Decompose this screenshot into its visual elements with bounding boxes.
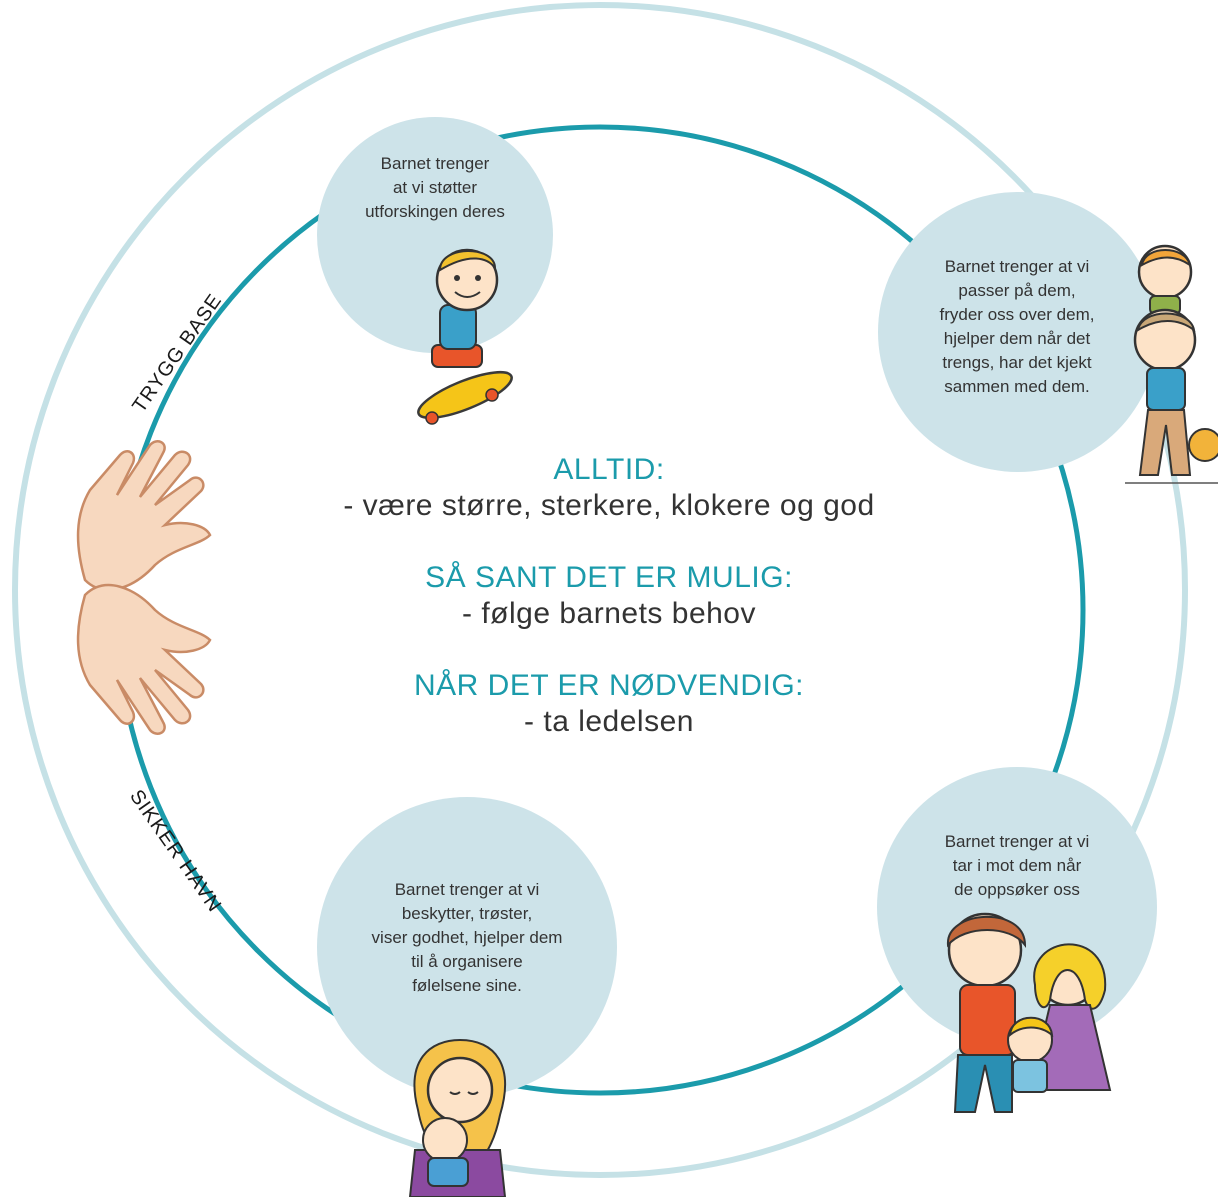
skater-boy-illustration — [417, 248, 513, 425]
bubble-bottom-left-line: Barnet trenger at vi — [394, 880, 540, 899]
mother-baby-illustration — [408, 1038, 507, 1197]
outer-ring — [12, 2, 1188, 1178]
bubble-bottom-left — [317, 797, 617, 1097]
bubble-right — [878, 192, 1158, 472]
heading-always: ALLTID: — [553, 453, 665, 486]
bubble-bottom-left-line: til å organisere — [411, 952, 523, 971]
bubble-top-line: utforskingen deres — [365, 202, 505, 221]
bubble-bottom-left-line: viser godhet, hjelper dem — [371, 928, 563, 947]
bubble-right-line: sammen med dem. — [944, 377, 1090, 396]
bubble-bottom-right-line: Barnet trenger at vi — [944, 832, 1090, 851]
heading-necessary: NÅR DET ER NØDVENDIG: — [414, 669, 804, 702]
text-possible: - følge barnets behov — [462, 597, 756, 630]
bubble-top-line: at vi støtter — [392, 178, 478, 197]
bubble-right-text: Barnet trenger at vi passer på dem, fryd… — [912, 255, 1122, 399]
bubble-top-text: Barnet trenger at vi støtter utforskinge… — [345, 152, 525, 224]
kids-with-dog-illustration — [1125, 244, 1218, 484]
bubble-bottom-right-line: de oppsøker oss — [954, 880, 1080, 899]
heading-possible: SÅ SANT DET ER MULIG: — [425, 561, 793, 594]
bubble-bottom-right-line: tar i mot dem når — [952, 856, 1082, 875]
bubble-top-line: Barnet trenger — [380, 154, 490, 173]
bubble-bottom-right-text: Barnet trenger at vi tar i mot dem når d… — [922, 830, 1112, 902]
center-text: ALLTID: - være større, sterkere, klokere… — [0, 453, 1218, 739]
bubble-right-line: fryder oss over dem, — [939, 305, 1095, 324]
text-necessary: - ta ledelsen — [524, 705, 694, 738]
text-always: - være større, sterkere, klokere og god — [343, 489, 875, 522]
family-illustration — [946, 912, 1112, 1113]
hands-icon — [76, 440, 212, 735]
bubble-right-line: trengs, har det kjekt — [942, 353, 1092, 372]
bubble-right-line: hjelper dem når det — [943, 329, 1091, 348]
bubble-right-line: passer på dem, — [958, 281, 1076, 300]
bubble-bottom-left-text: Barnet trenger at vi beskytter, trøster,… — [352, 878, 582, 998]
bubble-bottom-left-line: beskytter, trøster, — [401, 904, 533, 923]
bubble-right-line: Barnet trenger at vi — [944, 257, 1090, 276]
bubble-bottom-left-line: følelsene sine. — [412, 976, 522, 995]
bubble-bottom-right — [877, 767, 1157, 1047]
